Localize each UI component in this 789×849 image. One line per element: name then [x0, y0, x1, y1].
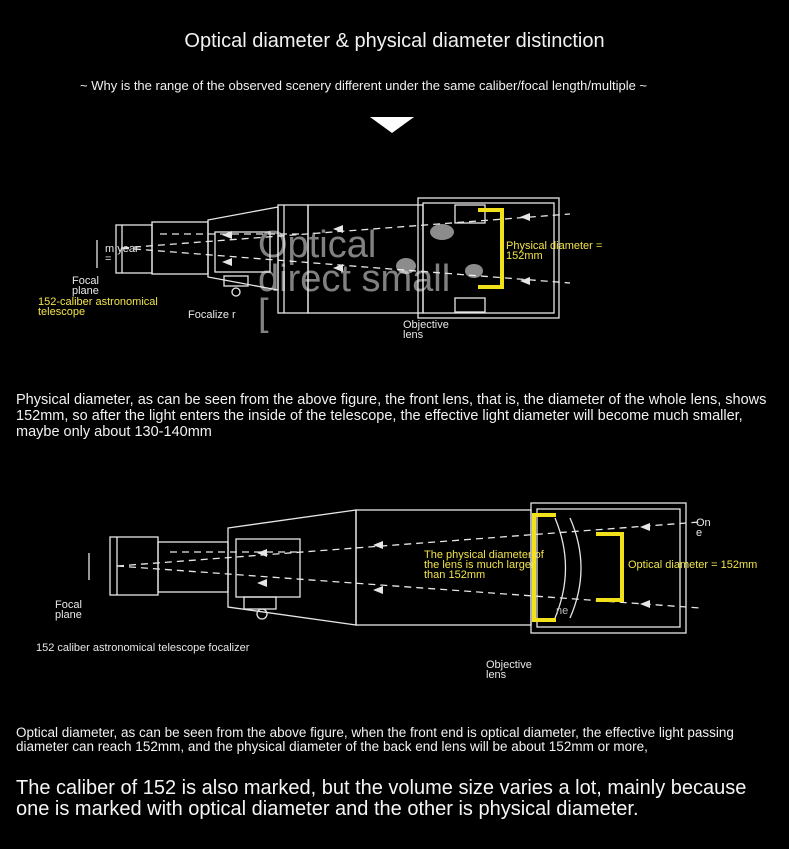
page-title: Optical diameter & physical diameter dis…	[184, 30, 605, 52]
physical-note-label: The physical diameter of the lens is muc…	[424, 549, 544, 581]
focal-plane-label: Focal plane	[72, 275, 99, 297]
objective-lens-label: Objective lens	[403, 319, 449, 341]
focal-plane-label-2: Focal plane	[55, 599, 82, 621]
optical-diameter-label: Optical diameter = 152mm	[628, 559, 758, 571]
paragraph-physical: Physical diameter, as can be seen from t…	[16, 392, 767, 440]
one-label: On e	[696, 517, 711, 539]
telescope-label: 152-caliber astronomical telescope	[38, 296, 158, 318]
paragraph-optical: Optical diameter, as can be seen from th…	[16, 725, 734, 754]
eyepiece-label: m year =	[105, 243, 139, 265]
small-label: ne	[556, 605, 569, 617]
physical-diameter-label: Physical diameter = 152mm	[506, 240, 603, 262]
watermark-text: Optical direct small [	[258, 224, 451, 334]
focalizer-label: Focalize r	[188, 309, 236, 321]
page-subtitle: ~ Why is the range of the observed scene…	[80, 78, 648, 93]
paragraph-conclusion: The caliber of 152 is also marked, but t…	[16, 777, 747, 820]
objective-lens-label-2: Objective lens	[486, 659, 532, 681]
telescope-focalizer-label: 152 caliber astronomical telescope focal…	[36, 642, 250, 654]
down-arrow-icon	[370, 117, 414, 133]
